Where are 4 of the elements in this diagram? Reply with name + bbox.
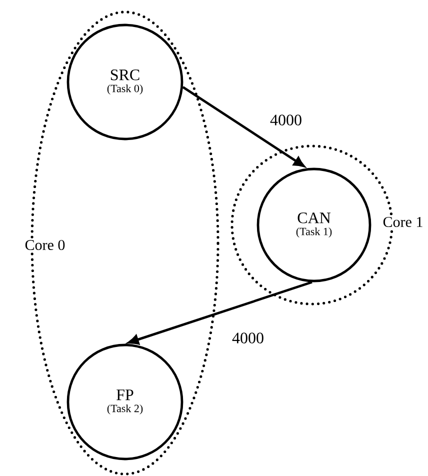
- edge-label: 4000: [231, 332, 265, 344]
- arrow: [128, 281, 312, 345]
- arrow: [182, 86, 305, 168]
- edge-label: 4000: [269, 114, 303, 126]
